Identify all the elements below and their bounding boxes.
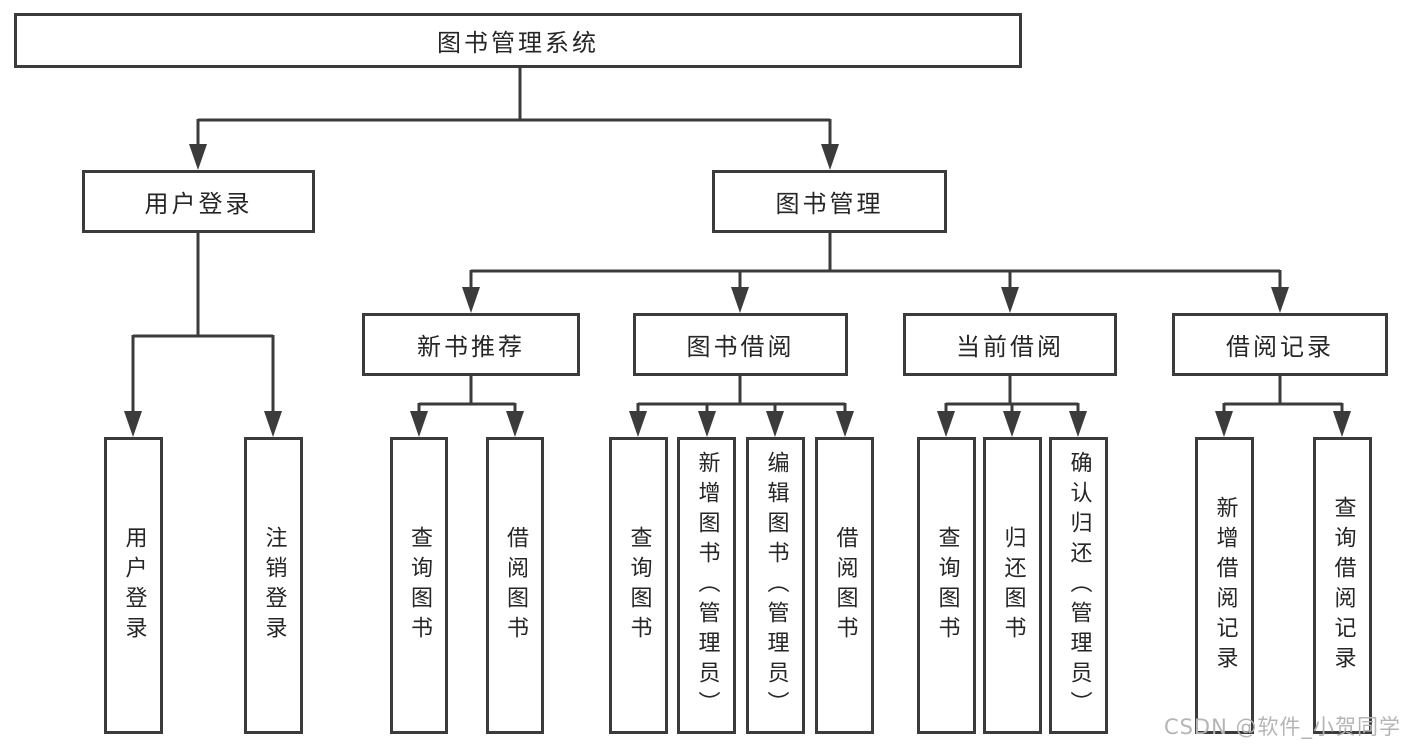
node-user-login: 用户登录 <box>82 170 315 233</box>
leaf-borrow-books: 借阅图书 <box>815 437 874 734</box>
node-root-library-system: 图书管理系统 <box>14 13 1022 68</box>
leaf-query-books-borrow: 查询图书 <box>609 437 668 734</box>
node-book-borrow: 图书借阅 <box>633 313 848 376</box>
leaf-user-login: 用户登录 <box>104 437 163 734</box>
leaf-add-books-admin: 新增图书（管理员） <box>677 437 736 734</box>
leaf-return-books: 归还图书 <box>983 437 1042 734</box>
leaf-logout: 注销登录 <box>244 437 303 734</box>
leaf-query-books-recommend: 查询图书 <box>390 437 448 734</box>
csdn-watermark: CSDN @软件_小贺同学 <box>1163 715 1401 739</box>
leaf-borrow-books-recommend: 借阅图书 <box>486 437 544 734</box>
leaf-query-borrow-record: 查询借阅记录 <box>1313 437 1372 734</box>
leaf-confirm-return-admin: 确认归还（管理员） <box>1049 437 1108 734</box>
arrowhead-icons <box>124 144 1351 437</box>
leaf-add-borrow-record: 新增借阅记录 <box>1195 437 1254 734</box>
node-current-borrow: 当前借阅 <box>903 313 1117 376</box>
node-book-management: 图书管理 <box>712 170 947 233</box>
leaf-edit-books-admin: 编辑图书（管理员） <box>746 437 805 734</box>
leaf-query-books-current: 查询图书 <box>917 437 976 734</box>
node-borrow-records: 借阅记录 <box>1172 313 1388 376</box>
node-new-book-recommend: 新书推荐 <box>362 313 580 376</box>
